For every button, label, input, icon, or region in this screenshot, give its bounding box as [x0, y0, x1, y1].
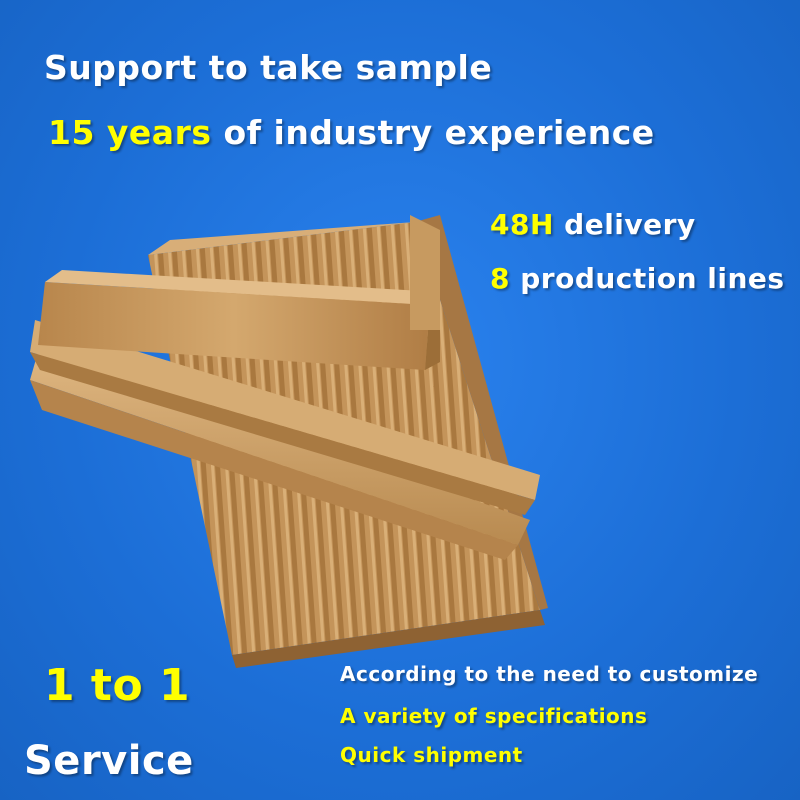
production-line: 8 production lines	[490, 262, 785, 295]
production-text: production lines	[509, 262, 785, 295]
feature-specifications: A variety of specifications	[340, 704, 648, 728]
delivery-line: 48H delivery	[490, 208, 696, 241]
loose-protectors	[30, 215, 540, 560]
experience-highlight: 15 years	[48, 113, 212, 152]
headline: Support to take sample	[44, 48, 493, 87]
delivery-highlight: 48H	[490, 208, 554, 241]
service-bottom: Service	[24, 738, 194, 784]
feature-shipment: Quick shipment	[340, 743, 523, 767]
experience-text: of industry experience	[211, 113, 655, 152]
production-highlight: 8	[490, 262, 510, 295]
service-top: 1 to 1	[44, 660, 191, 711]
experience-line: 15 years of industry experience	[48, 113, 655, 152]
delivery-text: delivery	[553, 208, 696, 241]
feature-customize: According to the need to customize	[340, 662, 759, 686]
